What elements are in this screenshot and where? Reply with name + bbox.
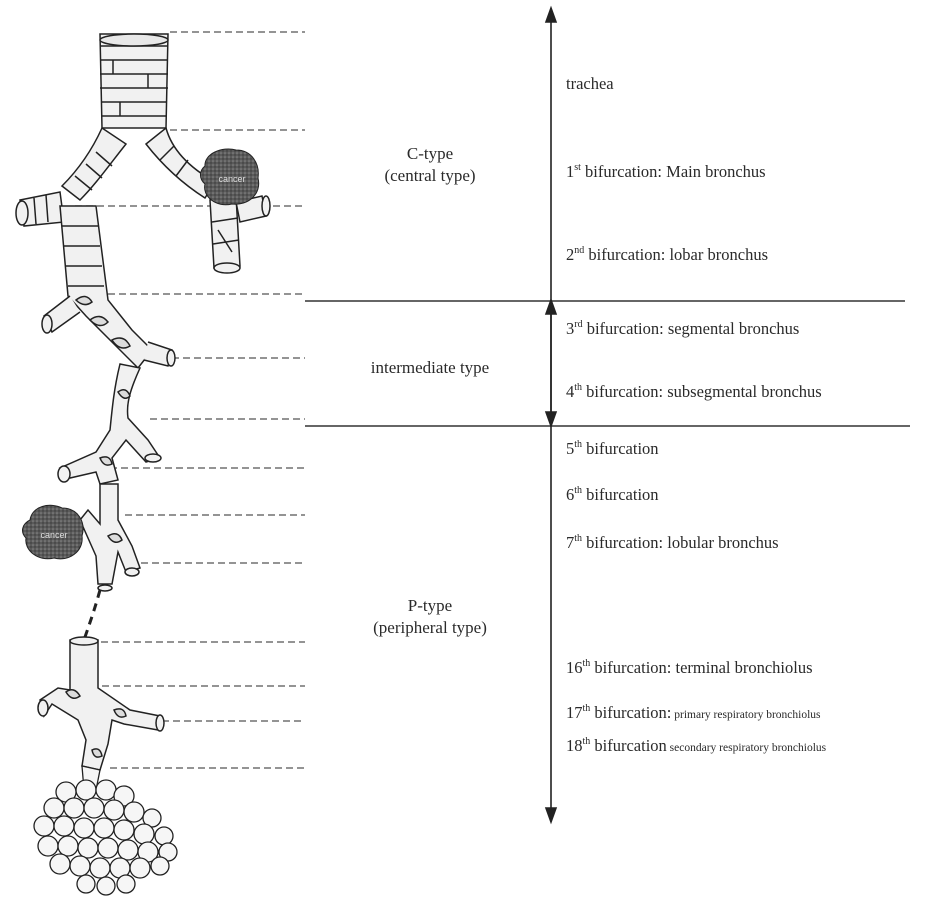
airway-continuation-dashes (84, 590, 100, 640)
level-7th-bifurcation: 7th bifurcation: lobular bronchus (566, 533, 779, 553)
level-1st-bifurcation: 1st bifurcation: Main bronchus (566, 162, 766, 182)
level-17th-bifurcation: 17th bifurcation: primary respiratory br… (566, 703, 821, 725)
right-lower-bronchus (210, 196, 270, 273)
p-type-zone-label: P-type (peripheral type) (340, 595, 520, 639)
range-arrows (546, 8, 556, 822)
level-2nd-bifurcation: 2nd bifurcation: lobar bronchus (566, 245, 768, 265)
level-4th-bifurcation: 4th bifurcation: subsegmental bronchus (566, 382, 822, 402)
subsegmental-airway (58, 364, 161, 484)
level-5th-bifurcation: 5th bifurcation (566, 439, 659, 459)
terminal-bronchiole (38, 637, 164, 770)
c-type-zone-label: C-type (central type) (340, 143, 520, 187)
main-bronchi-illustration (62, 128, 215, 200)
c-type-subtitle: (central type) (340, 165, 520, 187)
trachea-illustration (100, 34, 168, 128)
level-trachea: trachea (566, 74, 614, 94)
central-tumor-label: cancer (218, 174, 245, 184)
alveolar-sac-cluster (34, 766, 177, 895)
peripheral-tumor-label: cancer (40, 530, 67, 540)
central-tumor: cancer (200, 149, 258, 205)
c-type-name: C-type (340, 143, 520, 165)
left-bronchus-stub (16, 192, 64, 226)
intermediate-type-name: intermediate type (330, 357, 530, 379)
level-16th-bifurcation: 16th bifurcation: terminal bronchiolus (566, 658, 813, 678)
level-6th-bifurcation: 6th bifurcation (566, 485, 659, 505)
p-type-subtitle: (peripheral type) (340, 617, 520, 639)
intermediate-zone-label: intermediate type (330, 357, 530, 379)
p-type-name: P-type (340, 595, 520, 617)
level-3rd-bifurcation: 3rd bifurcation: segmental bronchus (566, 319, 799, 339)
lobular-airway (80, 484, 140, 591)
peripheral-tumor: cancer (23, 505, 84, 559)
level-18th-bifurcation: 18th bifurcation secondary respiratory b… (566, 736, 826, 758)
lobar-segmental-airway (42, 206, 175, 368)
